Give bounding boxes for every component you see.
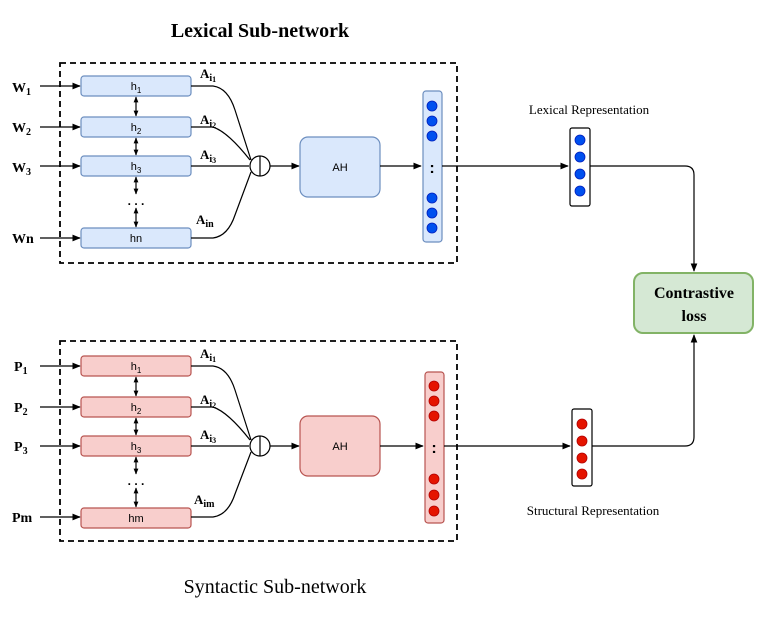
lexical-to-loss-arrow (590, 165, 698, 272)
attention-label: Ai2 (200, 392, 216, 410)
attention-label: Ai2 (200, 112, 216, 130)
input-label-pm: Pm (12, 511, 33, 526)
input-label-w3: W3 (12, 161, 31, 178)
input-label-p2: P2 (14, 401, 28, 418)
representation-dot (576, 468, 588, 480)
hidden-label-h3: h3 (131, 441, 142, 455)
lexical-inputs: W1 W2 W3 Wn (12, 81, 81, 247)
input-label-p1: P1 (14, 360, 28, 377)
input-label-p3: P3 (14, 440, 28, 457)
representation-dot (576, 418, 588, 430)
vector-bar (424, 371, 445, 524)
structural-to-loss-arrow (592, 334, 698, 447)
lexical-ah-box (299, 136, 381, 198)
attention-label: Aim (194, 492, 215, 510)
representation-dot (574, 134, 586, 146)
hidden-label-h1: h1 (131, 81, 142, 95)
vector-dot (426, 115, 438, 127)
representation-dot (574, 185, 586, 197)
structural-representation-label: Structural Representation (527, 503, 660, 518)
loss-box (633, 272, 754, 334)
hidden-state-box (80, 507, 192, 529)
hidden-label-h1: h1 (131, 361, 142, 375)
hidden-ellipsis: . . . (128, 194, 145, 208)
hidden-label-hm: hm (128, 513, 143, 525)
vector-dot (428, 473, 440, 485)
syntactic-title: Syntactic Sub-network (184, 576, 367, 598)
representation-dot (576, 435, 588, 447)
lexical-vector: : (422, 90, 443, 243)
input-label-wn: Wn (12, 232, 34, 247)
syntactic-subnetwork: P1 P2 P3 Pm h1 h2 h3 hm . . . Ai1 (12, 334, 698, 598)
representation-dot (576, 452, 588, 464)
vector-dot (428, 505, 440, 517)
hidden-ellipsis: . . . (128, 474, 145, 488)
attention-curve (191, 406, 251, 441)
attention-label: Ai3 (200, 147, 216, 165)
lexical-hidden-states: h1 h2 h3 hn . . . (80, 75, 192, 249)
hidden-label-hn: hn (130, 233, 142, 245)
input-label-w1: W1 (12, 81, 31, 98)
loss-label-line2: loss (682, 308, 707, 325)
vector-dot (426, 222, 438, 234)
lexical-dashed-border (59, 62, 458, 264)
syntactic-ah-label: AH (332, 441, 347, 453)
vector-dot (426, 207, 438, 219)
syntactic-attention: Ai1 Ai2 Ai3 Aim (191, 346, 300, 518)
hidden-label-h2: h2 (131, 122, 142, 136)
lexical-representation-label: Lexical Representation (529, 102, 650, 117)
lexical-title: Lexical Sub-network (171, 20, 350, 42)
representation-bar (571, 408, 593, 487)
contrastive-loss-node: Contrastive loss (633, 272, 754, 334)
attention-label: Ain (196, 212, 214, 230)
vector-dot (426, 100, 438, 112)
syntactic-representation (571, 408, 593, 487)
representation-dot (574, 168, 586, 180)
vector-dot (428, 395, 440, 407)
attention-curve (191, 85, 252, 161)
representation-dot (574, 151, 586, 163)
attention-curve (191, 126, 251, 161)
vector-ellipsis: : (429, 160, 434, 177)
vector-dot (428, 410, 440, 422)
attention-label: Ai1 (200, 66, 216, 84)
syntactic-dashed-border (59, 340, 458, 542)
representation-bar (569, 127, 591, 207)
attention-curve (191, 365, 252, 441)
vector-dot (428, 489, 440, 501)
vector-ellipsis: : (431, 440, 436, 457)
vector-dot (426, 130, 438, 142)
attention-label: Ai3 (200, 427, 216, 445)
lexical-subnetwork: Lexical Sub-network W1 W2 W3 Wn h1 h2 h3… (12, 20, 698, 272)
input-label-w2: W2 (12, 121, 31, 138)
lexical-representation (569, 127, 591, 207)
hidden-label-h3: h3 (131, 161, 142, 175)
vector-dot (428, 380, 440, 392)
lexical-ah-label: AH (332, 162, 347, 174)
attention-label: Ai1 (200, 346, 216, 364)
syntactic-inputs: P1 P2 P3 Pm (12, 360, 81, 526)
syntactic-vector: : (424, 371, 445, 524)
lexical-attention: Ai1 Ai2 Ai3 Ain (191, 66, 300, 239)
loss-label-line1: Contrastive (654, 285, 734, 302)
syntactic-hidden-states: h1 h2 h3 hm . . . (80, 355, 192, 529)
attention-curve (191, 171, 252, 239)
hidden-label-h2: h2 (131, 402, 142, 416)
vector-dot (426, 192, 438, 204)
attention-curve (191, 451, 252, 518)
